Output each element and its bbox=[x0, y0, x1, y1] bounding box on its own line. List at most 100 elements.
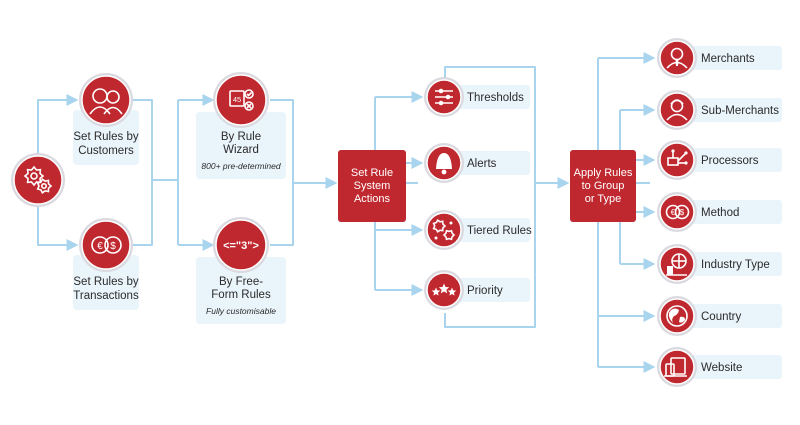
svg-text:€: € bbox=[671, 208, 676, 217]
method-label: By Rule bbox=[221, 131, 261, 143]
tiered-gears-icon bbox=[432, 219, 456, 241]
target-label: Industry Type bbox=[701, 259, 770, 271]
svg-text:€: € bbox=[97, 241, 103, 252]
action-panel bbox=[442, 218, 530, 242]
currency-exchange-icon: €$ bbox=[91, 236, 122, 254]
apply-box-label: Apply Rules bbox=[574, 167, 633, 179]
action-label: Thresholds bbox=[467, 92, 524, 104]
connector bbox=[37, 94, 79, 170]
svg-text:$: $ bbox=[110, 241, 116, 252]
action-node: Tiered Rules bbox=[424, 210, 532, 250]
action-node: Priority bbox=[424, 270, 530, 310]
start-node bbox=[11, 153, 65, 207]
action-node: Thresholds bbox=[424, 77, 530, 117]
method-label: Form Rules bbox=[211, 289, 271, 301]
target-label: Processors bbox=[701, 155, 759, 167]
source-node: Set Rules by Customers bbox=[73, 73, 139, 165]
source-label: Transactions bbox=[73, 290, 139, 302]
action-panel bbox=[442, 85, 530, 109]
target-circle bbox=[659, 92, 695, 128]
target-panel bbox=[675, 200, 782, 224]
target-label: Sub-Merchants bbox=[701, 105, 779, 117]
source-panel bbox=[73, 255, 139, 310]
target-circle bbox=[659, 194, 695, 230]
target-circle bbox=[659, 349, 695, 385]
source-label: Customers bbox=[78, 145, 134, 157]
method-note: Fully customisable bbox=[206, 306, 276, 316]
connector bbox=[444, 66, 536, 328]
target-node: Merchants bbox=[657, 38, 782, 78]
method-circle bbox=[215, 74, 267, 126]
target-panel bbox=[675, 148, 782, 172]
action-label: Priority bbox=[467, 285, 503, 297]
customers-icon bbox=[89, 88, 123, 115]
target-panel bbox=[675, 252, 782, 276]
target-circle bbox=[659, 246, 695, 282]
free-form-icon: <="3"> bbox=[223, 240, 259, 252]
industry-icon bbox=[666, 253, 687, 276]
action-circle bbox=[426, 212, 462, 248]
connector bbox=[133, 99, 153, 246]
wizard-badge: 45 bbox=[233, 95, 241, 104]
action-label: Tiered Rules bbox=[467, 225, 532, 237]
target-circle bbox=[659, 298, 695, 334]
method-panel bbox=[196, 112, 286, 179]
action-panel bbox=[442, 151, 530, 175]
sliders-icon bbox=[435, 88, 453, 106]
method-label: By Free- bbox=[219, 276, 263, 288]
svg-text:$: $ bbox=[680, 208, 685, 217]
free-form-code: <="3"> bbox=[223, 240, 259, 252]
method-circle bbox=[215, 219, 267, 271]
rule-wizard-icon: 45 bbox=[229, 89, 254, 111]
method-label: Wizard bbox=[223, 144, 259, 156]
action-panel bbox=[442, 278, 530, 302]
target-circle bbox=[659, 142, 695, 178]
target-label: Merchants bbox=[701, 53, 755, 65]
actions-box-label: Set Rule bbox=[351, 167, 393, 179]
target-node: Website bbox=[657, 347, 782, 387]
target-circle bbox=[659, 40, 695, 76]
actions-box-label: Actions bbox=[354, 193, 391, 205]
actions-box-label: System bbox=[354, 180, 391, 192]
apply-box-rect bbox=[570, 150, 636, 222]
gears-icon bbox=[23, 165, 53, 194]
target-node: Industry Type bbox=[657, 244, 782, 284]
target-label: Website bbox=[701, 362, 742, 374]
globe-icon bbox=[666, 305, 688, 327]
processor-icon bbox=[667, 149, 688, 166]
method-panel bbox=[196, 257, 286, 324]
action-node: Alerts bbox=[424, 143, 530, 183]
start-circle bbox=[13, 155, 63, 205]
stars-icon bbox=[431, 283, 457, 296]
source-label: Set Rules by bbox=[73, 131, 138, 143]
target-label: Country bbox=[701, 311, 742, 323]
target-label: Method bbox=[701, 207, 739, 219]
merchant-icon bbox=[666, 47, 688, 69]
target-node: €$Method bbox=[657, 192, 782, 232]
connector bbox=[270, 99, 294, 246]
connector bbox=[37, 190, 79, 251]
source-circle bbox=[81, 220, 131, 270]
bell-icon bbox=[436, 153, 452, 175]
sub-merchant-icon bbox=[666, 99, 688, 121]
source-label: Set Rules by bbox=[73, 276, 138, 288]
method-note: 800+ pre-determined bbox=[201, 161, 280, 171]
target-panel bbox=[675, 355, 782, 379]
source-panel bbox=[73, 110, 139, 165]
actions-box-rect bbox=[338, 150, 406, 222]
devices-icon bbox=[664, 357, 687, 377]
target-panel bbox=[675, 46, 782, 70]
apply-box-label: or Type bbox=[585, 193, 622, 205]
target-panel bbox=[675, 304, 782, 328]
payment-method-icon: €$ bbox=[665, 204, 690, 220]
target-panel bbox=[675, 98, 782, 122]
target-node: Country bbox=[657, 296, 782, 336]
action-label: Alerts bbox=[467, 158, 497, 170]
target-node: Processors bbox=[657, 140, 782, 180]
